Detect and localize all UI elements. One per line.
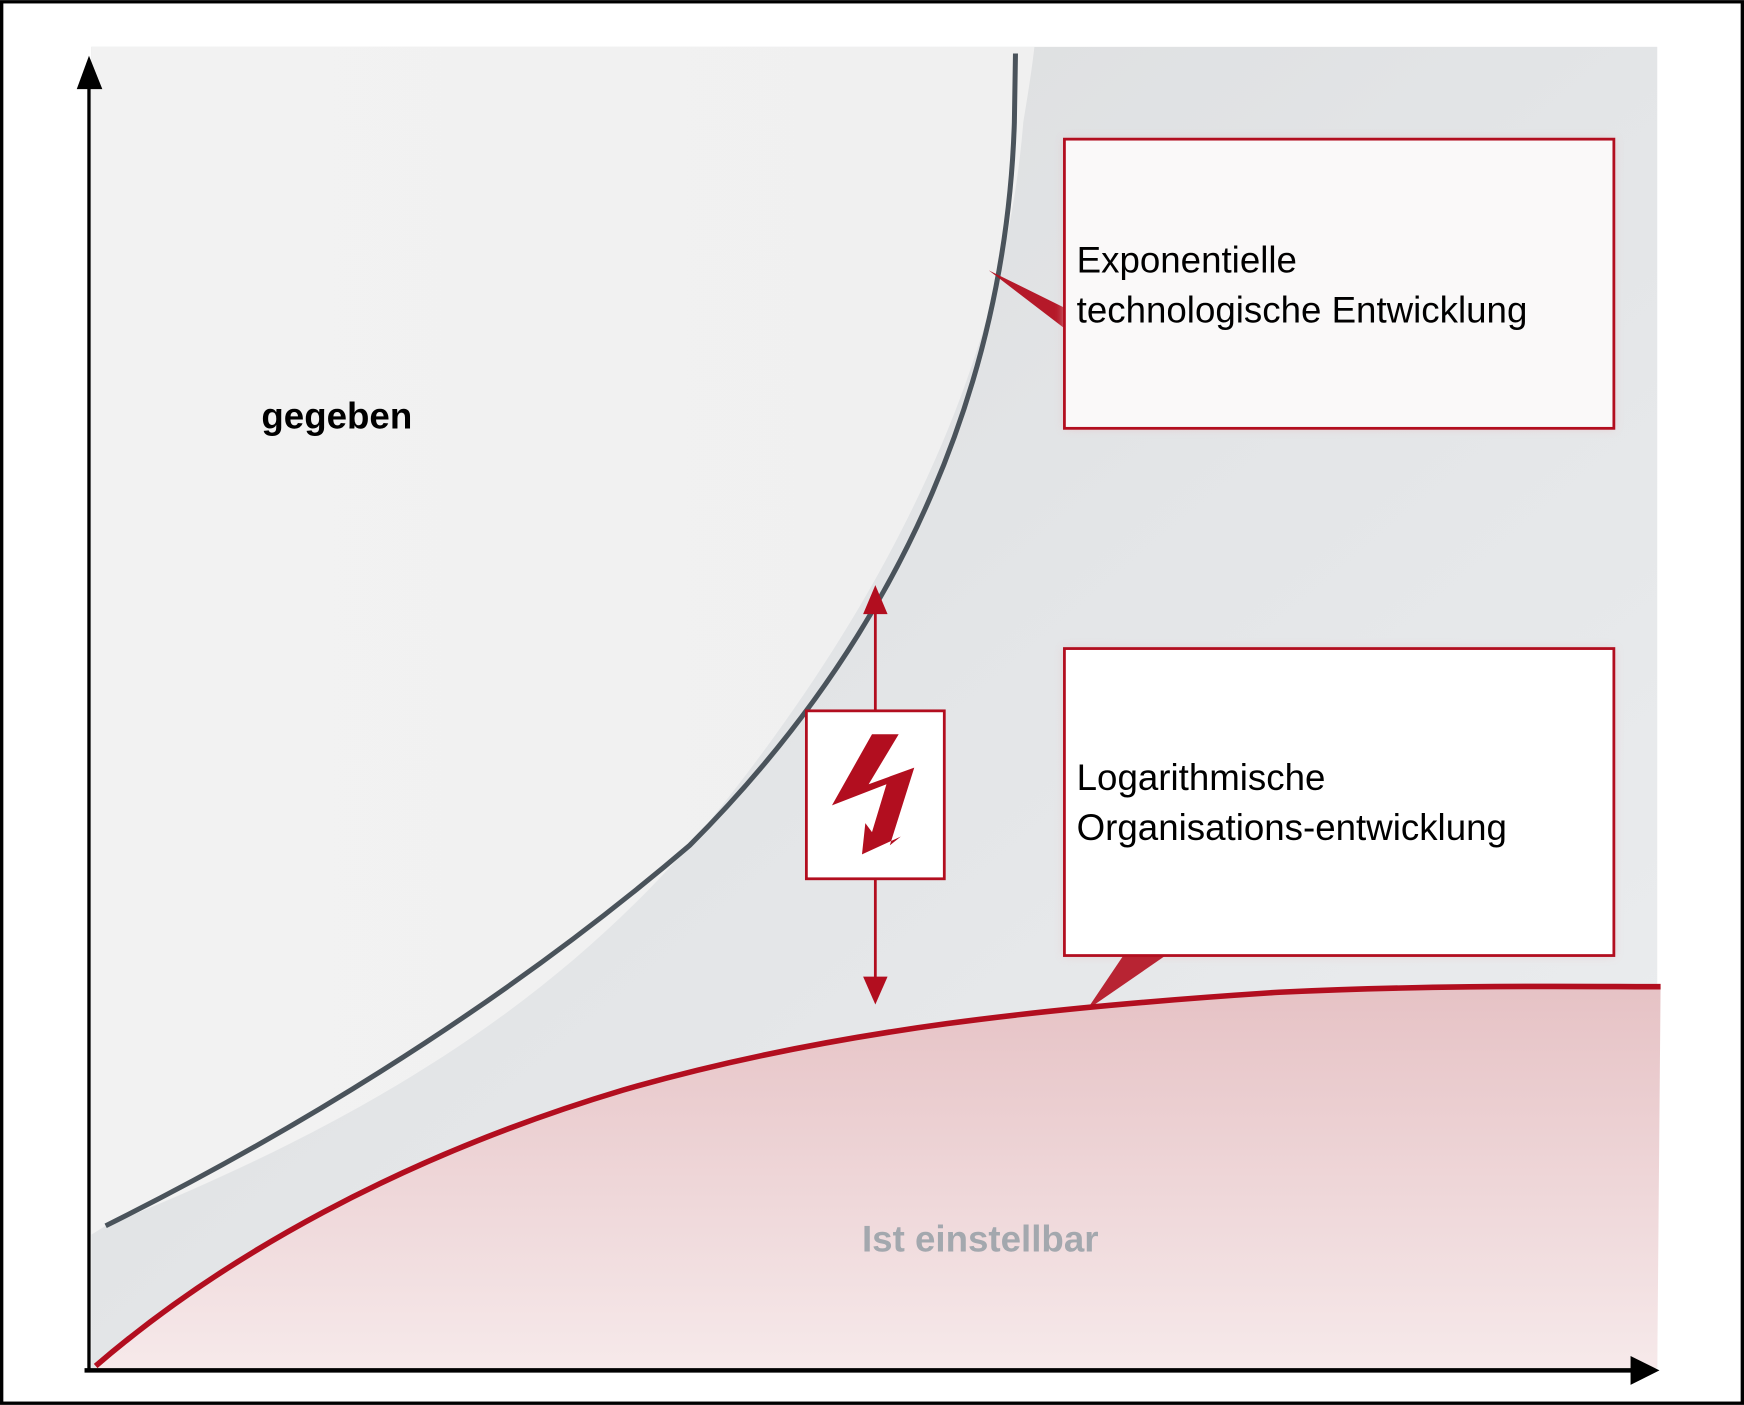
callout-exponential-line2: technologische Entwicklung	[1077, 290, 1528, 331]
callout-exponential-line1: Exponentielle	[1077, 240, 1297, 281]
callout-logarithmic-line2: Organisations-entwicklung	[1077, 807, 1507, 848]
given-region	[91, 46, 1035, 1235]
adjustable-region	[95, 986, 1661, 1369]
exponential-curve	[104, 53, 1018, 1229]
lightning-bolt-icon	[831, 734, 915, 855]
given-label: gegeben	[261, 395, 412, 436]
adjustable-label: Ist einstellbar	[862, 1218, 1099, 1259]
x-axis-arrowhead-icon	[1630, 1355, 1660, 1385]
callout-logarithmic-line1: Logarithmische	[1077, 757, 1326, 798]
callout-box-exponential	[1063, 137, 1616, 430]
y-axis-arrowhead-icon	[76, 55, 103, 90]
callout-box-logarithmic	[1063, 647, 1616, 957]
vertical-double-arrow-icon	[863, 585, 888, 1005]
logarithmic-curve	[93, 983, 1661, 1369]
